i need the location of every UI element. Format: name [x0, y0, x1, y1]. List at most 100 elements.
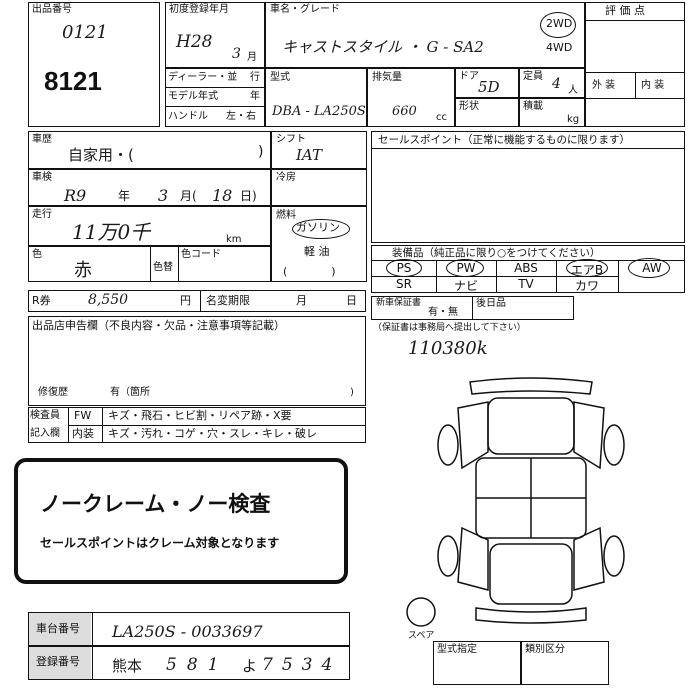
car-name-box — [265, 2, 585, 68]
ac-label: 冷房 — [276, 172, 296, 183]
first-reg-label: 初度登録年月 — [169, 4, 229, 15]
displacement-box — [367, 68, 455, 127]
car-front-left-panel — [457, 401, 489, 470]
color-box — [28, 246, 271, 282]
mileage-hand: 11万0千 — [72, 220, 151, 244]
notice-subtitle: セールスポイントはクレーム対象となります — [40, 536, 280, 550]
wheel-front-left — [437, 424, 459, 466]
inspection-box — [28, 169, 271, 206]
equip-circle-airbag — [566, 259, 608, 277]
doors-value: 5D — [478, 78, 500, 96]
first-reg-month-unit: 月 — [247, 52, 257, 63]
equip-abs: ABS — [514, 261, 538, 275]
dealer-box — [165, 68, 265, 127]
warranty-label: 新車保証書 — [376, 298, 422, 308]
first-reg-box — [165, 2, 265, 68]
history-box — [28, 131, 271, 169]
inspection-year: R9 — [64, 186, 87, 205]
inspector-label2: 記入欄 — [30, 428, 60, 439]
inspector-int: 内装 — [72, 427, 94, 440]
name-change-label: 名変期限 — [206, 294, 250, 307]
evaluation-interior: 内 装 — [641, 80, 665, 91]
doors-label: ドア — [459, 71, 479, 82]
car-rear-bumper — [475, 607, 587, 624]
registration-class: 581 — [166, 655, 229, 675]
warranty-opts: 有・無 — [428, 307, 458, 318]
stock-hand: 0121 — [62, 22, 108, 43]
chassis-label: 車台番号 — [36, 622, 80, 635]
shape-box — [455, 98, 519, 127]
warranty-note: （保証書は事務局へ提出して下さい） — [373, 323, 526, 333]
color-code-label: 色コード — [181, 249, 221, 260]
notice-title: ノークレーム・ノー検査 — [40, 492, 271, 516]
model-type-label: 型式 — [270, 72, 290, 83]
equipment-box — [371, 245, 685, 293]
inspection-day: 18 — [212, 186, 233, 205]
stock-box — [28, 2, 160, 127]
fuel-label: 燃料 — [276, 210, 296, 221]
drive-2wd-circle — [540, 12, 576, 38]
evaluation-title: 評 価 点 — [605, 4, 645, 17]
registration-kana: よ — [242, 657, 258, 675]
equip-leather: カワ — [574, 279, 599, 293]
car-hood-top — [487, 397, 575, 455]
handle-value: 左・右 — [226, 111, 256, 122]
shift-label: シフト — [276, 134, 306, 145]
car-trunk — [489, 543, 573, 605]
equip-navi: ナビ — [453, 279, 478, 293]
repair-close: ) — [350, 387, 354, 398]
inspection-year-unit: 年 — [118, 189, 131, 203]
type-designation-label: 型式指定 — [437, 644, 477, 655]
equip-circle-ps — [386, 259, 422, 277]
declaration-box — [28, 316, 366, 406]
stock-label: 出品番号 — [32, 4, 72, 15]
handle-label: ハンドル — [168, 111, 208, 122]
equipment-title: 装備品（純正品に限り○をつけてください） — [392, 247, 601, 259]
repair-value: 有（箇所 — [110, 387, 150, 398]
car-roof-arc — [469, 377, 593, 395]
inspector-fw-items: キズ・飛石・ヒビ割・リペア跡・X要 — [108, 409, 292, 422]
car-name-value: キャストスタイル ・ G - SA2 — [282, 38, 484, 56]
history-label: 車歴 — [32, 134, 52, 145]
dealer-label: ディーラー・並 — [168, 72, 238, 83]
equip-circle-aw — [628, 258, 670, 278]
capacity-value: 4 — [552, 76, 561, 92]
color-value: 赤 — [74, 260, 92, 281]
notice-box — [14, 458, 348, 584]
mileage-unit: km — [226, 234, 242, 245]
capacity-label: 定員 — [523, 71, 543, 82]
shape-label: 形状 — [459, 101, 479, 112]
sales-box — [371, 131, 685, 243]
shift-value: IAT — [296, 146, 322, 164]
model-year-value: 年 — [250, 91, 260, 102]
color-label: 色 — [32, 249, 42, 260]
first-reg-month: 3 — [232, 46, 241, 62]
car-rear-left-panel — [457, 526, 489, 591]
inspection-month: 3 — [158, 186, 169, 205]
category-label: 類別区分 — [525, 644, 565, 655]
inspection-day-unit: 日) — [240, 189, 257, 203]
repair-label: 修復歴 — [38, 387, 68, 398]
fuel-box — [271, 206, 367, 282]
color-repaint-label: 色替 — [153, 262, 173, 273]
displacement-value: 660 — [392, 104, 417, 119]
car-rear-right-panel — [573, 526, 605, 591]
drive-4wd: 4WD — [546, 41, 573, 54]
load-label: 積載 — [523, 101, 543, 112]
model-year-label: モデル年式 — [168, 91, 218, 102]
wheel-rear-left — [437, 535, 459, 577]
fuel-circle — [292, 219, 350, 239]
equip-tv: TV — [518, 277, 534, 291]
displacement-label: 排気量 — [372, 72, 402, 83]
car-front-right-panel — [573, 401, 605, 470]
mileage-box — [28, 206, 271, 246]
inspection-label: 車検 — [32, 172, 52, 183]
equip-sr: SR — [396, 277, 412, 291]
declaration-title: 出品店申告欄（不良内容・欠品・注意事項等記載） — [32, 319, 285, 332]
wheel-rear-right — [603, 535, 625, 577]
recycle-box — [28, 290, 366, 312]
ac-box — [271, 169, 367, 206]
registration-digits: 7534 — [262, 655, 342, 675]
chassis-value: LA250S - 0033697 — [112, 622, 263, 641]
